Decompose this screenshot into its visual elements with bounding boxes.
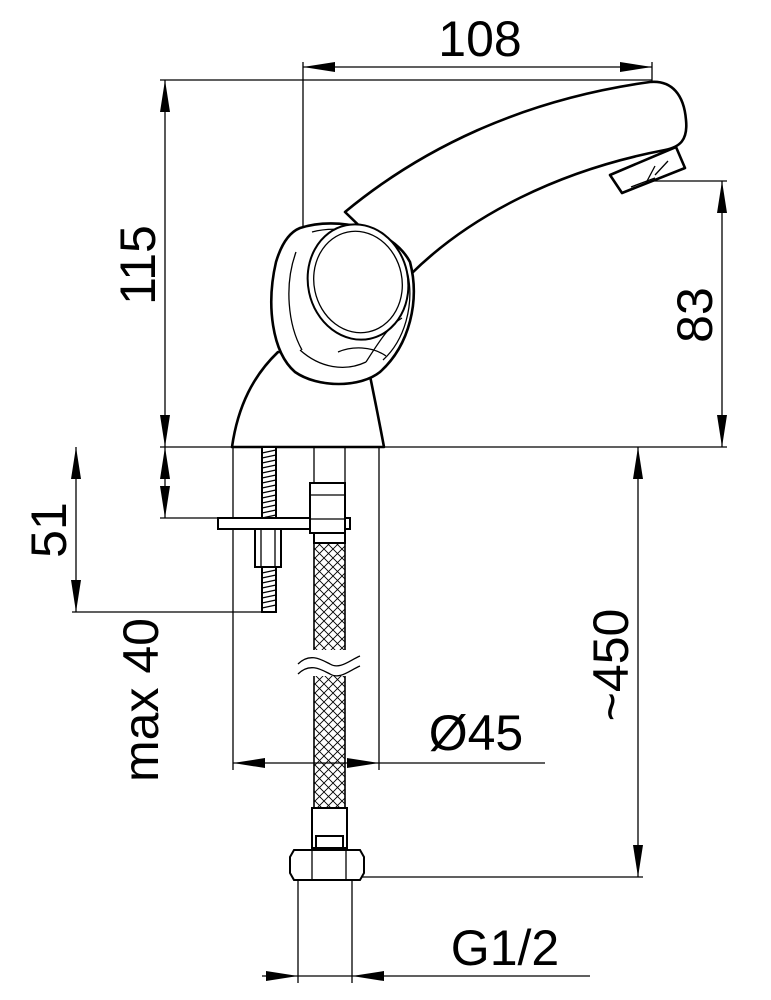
- spout: [343, 80, 688, 277]
- dim-label-450: ~450: [583, 609, 639, 722]
- thread-tick: [261, 489, 277, 494]
- thread-tick: [261, 569, 277, 574]
- thread-tick: [261, 479, 277, 484]
- thread-tick: [261, 449, 277, 454]
- aerator: [608, 145, 687, 195]
- dim-label-83: 83: [667, 287, 723, 343]
- faucet-body: [230, 80, 688, 449]
- hose-ferrule-top: [309, 482, 346, 534]
- thread-tick: [261, 604, 277, 609]
- thread-tick: [261, 494, 277, 499]
- dim-label-115: 115: [110, 225, 166, 305]
- thread-tick: [261, 459, 277, 464]
- clamp-nut: [254, 528, 282, 568]
- thread-tick: [261, 594, 277, 599]
- handle-cap: [306, 223, 410, 341]
- thread-tick: [261, 574, 277, 579]
- thread-tick: [261, 579, 277, 584]
- thread-tick: [261, 589, 277, 594]
- dim-label-108: 108: [438, 11, 521, 67]
- thread-tick: [261, 474, 277, 479]
- hex-nut: [289, 849, 365, 881]
- thread-tick: [261, 504, 277, 509]
- thread-tick: [261, 454, 277, 459]
- thread-tick: [261, 469, 277, 474]
- thread-tick: [261, 584, 277, 589]
- thread-tick: [261, 484, 277, 489]
- flexible-hose: [289, 447, 365, 881]
- dim-label-g1-2: G1/2: [451, 920, 559, 976]
- clamp-washer: [217, 517, 351, 530]
- dimension-labels: 108 115 83 51 max 40 ~450 Ø45 G1/2: [21, 11, 723, 976]
- dim-label-51: 51: [21, 502, 77, 558]
- thread-tick: [261, 509, 277, 514]
- thread-tick: [261, 499, 277, 504]
- threaded-stud: [217, 446, 351, 613]
- dim-label-diameter-45: Ø45: [429, 705, 524, 761]
- dim-label-max-40: max 40: [113, 618, 169, 782]
- thread-tick: [261, 464, 277, 469]
- thread-tick: [261, 599, 277, 604]
- dimension-lines: [71, 62, 727, 981]
